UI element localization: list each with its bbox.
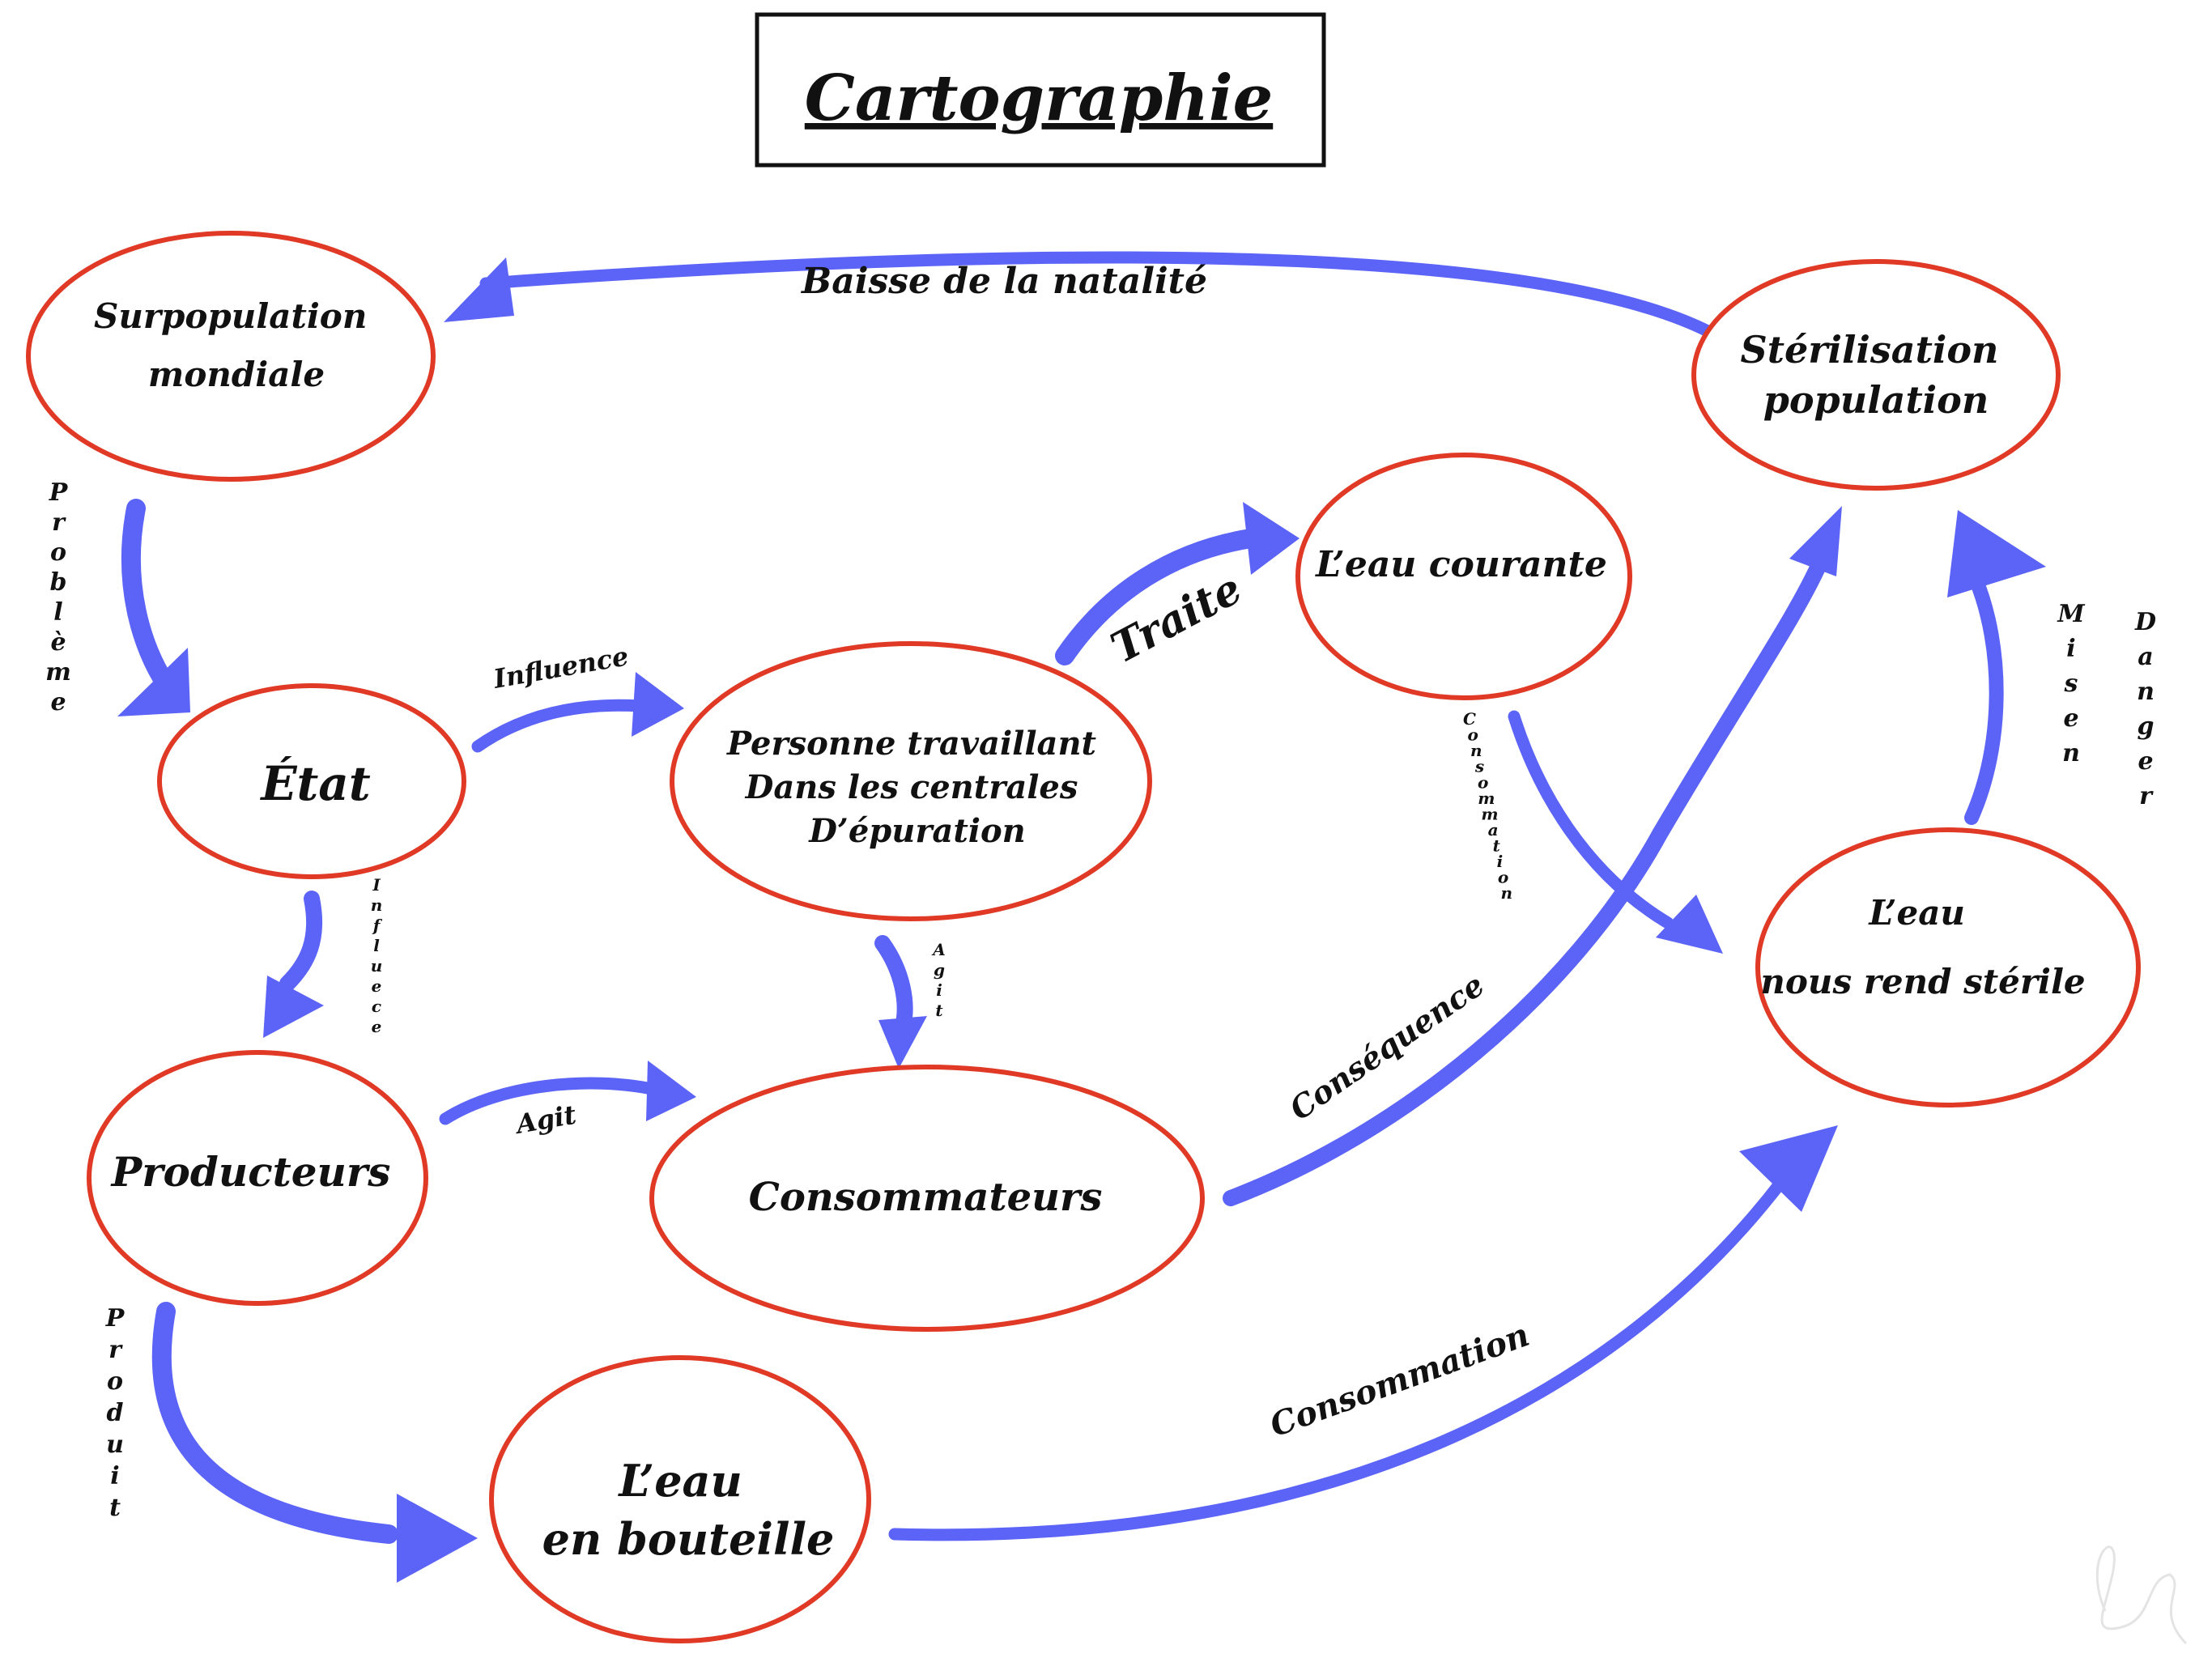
svg-text:L’eau en bouteille: L’eau en bouteille (542, 1455, 835, 1565)
arrow-traite (1055, 502, 1300, 665)
node-etat: État (157, 683, 466, 879)
node-eau-bouteille-line-2: en bouteille (542, 1513, 835, 1565)
arrow-agit-horizontal (439, 1061, 696, 1125)
node-personne-line-2: Dans les centrales (745, 768, 1078, 806)
arrow-baisse-natalite (444, 251, 1719, 340)
node-personne-line-1: Personne travaillant (726, 725, 1096, 763)
node-surpopulation-mondiale: Surpopulation mondiale (26, 231, 436, 482)
svg-text:Stérilisation population: Stérilisation population (1741, 328, 2012, 422)
node-producteurs-label: Producteurs (110, 1148, 391, 1196)
label-baisse-natalite: Baisse de la natalité (800, 261, 1207, 302)
node-personne-travaillant: Personne travaillant Dans les centrales … (670, 641, 1152, 921)
node-sterilisation-line-1: Stérilisation (1741, 328, 1999, 372)
node-eau-bouteille: L’eau en bouteille (489, 1355, 871, 1643)
label-influence: Influence (491, 640, 631, 695)
arrow-consommation-vertical (1508, 710, 1723, 954)
node-surpopulation-line-1: Surpopulation (94, 296, 367, 336)
node-sterilisation-population: Stérilisation population (1691, 259, 2061, 491)
title-box: Cartographie (755, 12, 1326, 168)
node-eau-courante-label: L’eau courante (1314, 544, 1607, 585)
node-eau-sterile: L’eau nous rend stérile (1755, 827, 2141, 1107)
node-eau-sterile-line-2: nous rend stérile (1760, 962, 2085, 1001)
node-eau-sterile-line-1: L’eau (1868, 893, 1965, 933)
node-consommateurs: Consommateurs (649, 1065, 1205, 1332)
arrow-influece-vertical (263, 891, 324, 1038)
node-consommateurs-label: Consommateurs (749, 1175, 1103, 1220)
svg-text:L’eau nous rend stérile: L’eau nous rend stérile (1760, 893, 2085, 1001)
arrow-probleme (117, 499, 190, 716)
signature-mark (2095, 1545, 2188, 1645)
node-eau-bouteille-line-1: L’eau (617, 1455, 742, 1507)
svg-text:Personne travaillant Dan: Personne travaillant Dans les centrales … (726, 725, 1108, 850)
label-consommation-bottom: Consommation (1265, 1316, 1534, 1444)
label-agit-horizontal: Agit (512, 1099, 579, 1141)
node-producteurs: Producteurs (87, 1050, 428, 1306)
arrow-influence (471, 672, 684, 753)
node-sterilisation-line-2: population (1763, 378, 1989, 422)
arrow-mise-en-danger (1947, 510, 2046, 825)
node-eau-courante: L’eau courante (1295, 453, 1632, 700)
node-personne-line-3: D’épuration (808, 812, 1026, 850)
arrow-agit-vertical (874, 935, 927, 1069)
arrow-consequence (1223, 506, 1842, 1206)
label-consequence: Conséquence (1283, 967, 1491, 1128)
title: Cartographie (805, 62, 1273, 135)
arrow-consommation-bottom (888, 1125, 1838, 1541)
svg-text:Surpopulation mondiale: Surpopulation mondiale (94, 296, 379, 394)
arrow-produit (151, 1302, 478, 1583)
node-surpopulation-line-2: mondiale (148, 355, 325, 394)
node-etat-label: État (259, 756, 371, 811)
